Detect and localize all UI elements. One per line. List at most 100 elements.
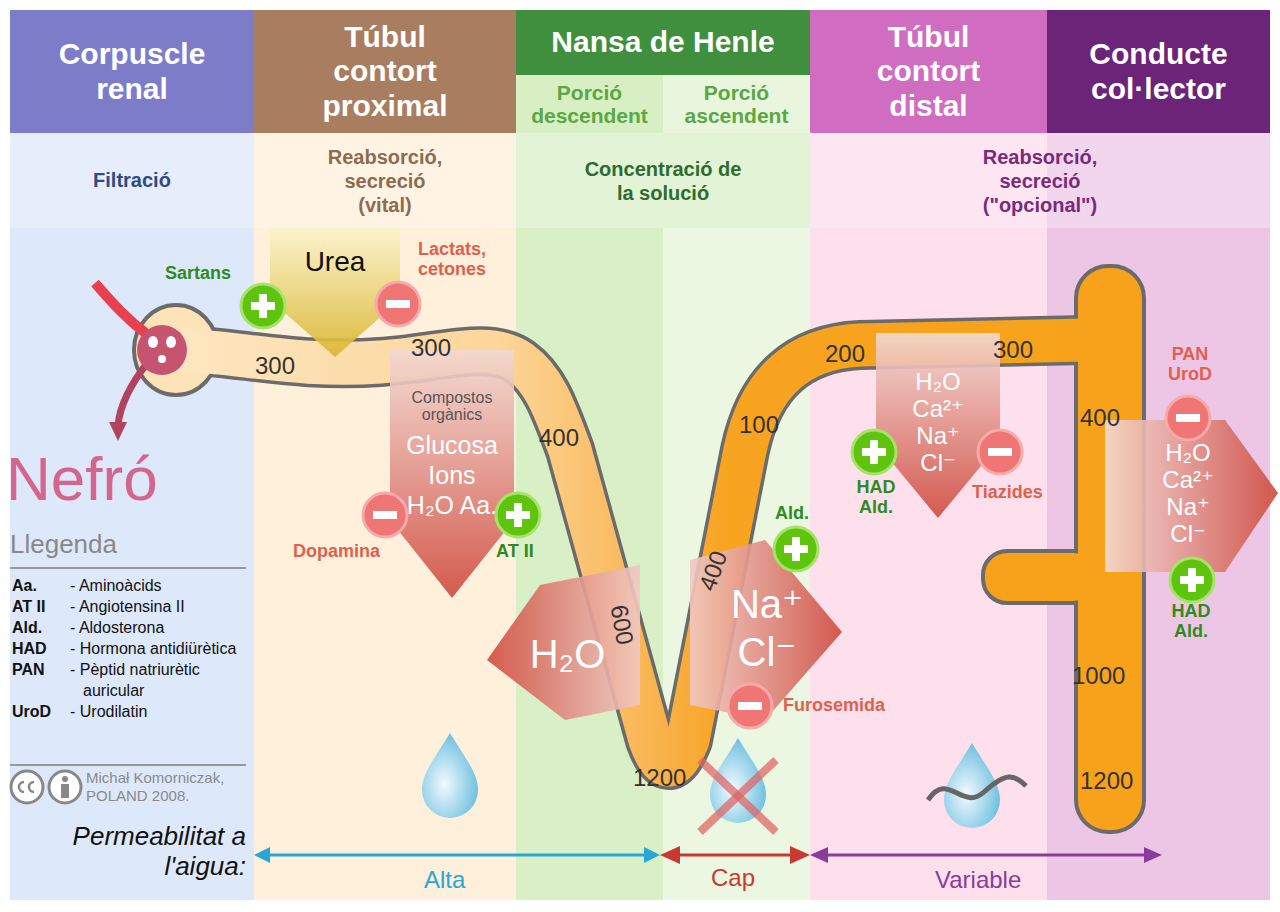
wave-mark: [928, 777, 1026, 800]
arrow-body: [690, 540, 842, 720]
osmolarity-number: 1000: [1072, 662, 1125, 690]
permeability-arrow: [676, 854, 794, 857]
permeability-arrow: [264, 854, 650, 857]
node-text: H₂O: [530, 631, 606, 677]
node-text: Compostos orgànics: [412, 390, 493, 424]
hormone-label: HAD Ald.: [851, 478, 901, 518]
abbreviation: AT II: [12, 596, 45, 617]
sub-header-band: Porció ascendent: [663, 75, 810, 133]
permeability-label: Alta: [424, 866, 465, 894]
glomerulus-detail: [158, 355, 166, 363]
glomerulus: [137, 325, 187, 375]
arrow-body: [270, 228, 400, 357]
node-text: Túbul contort proximal: [322, 20, 447, 124]
diagram-title: Nefró: [6, 448, 158, 510]
abbreviation: Ald.: [12, 617, 42, 638]
tubule-outline: [180, 340, 1085, 765]
arrow-head: [1144, 847, 1162, 863]
drug-label: Tiazides: [972, 482, 1043, 503]
osmolarity-number: 100: [739, 411, 779, 439]
osmolarity-number: 1200: [633, 764, 686, 792]
arrow-head: [644, 847, 660, 863]
node-text: Concentració de la solució: [578, 157, 748, 205]
transport-arrow: Compostos orgànicsGlucosa Ions H₂O Aa.: [390, 350, 514, 598]
arrow-head: [790, 846, 810, 864]
legend-rule: [10, 764, 246, 766]
node-text: Na⁺ Cl⁻: [731, 580, 803, 676]
hormone-label: AT II: [496, 541, 534, 562]
node-text: Porció ascendent: [685, 81, 789, 127]
arrow-body: [390, 350, 514, 598]
glomerulus-detail: [148, 336, 158, 348]
node-text: Porció descendent: [531, 81, 648, 127]
author-credit: Michał Komorniczak, POLAND 2008.: [86, 769, 256, 805]
node-text: Reabsorció, secreció ("opcional"): [983, 145, 1098, 217]
permeability-label: Cap: [711, 864, 755, 892]
license-icon: [61, 784, 69, 798]
drug-label: Dopamina: [293, 541, 380, 562]
function-band: Filtració: [10, 133, 254, 228]
function-band: Concentració de la solució: [516, 133, 810, 228]
function-band: Reabsorció, secreció ("opcional"): [810, 133, 1270, 228]
efferent-arteriole: [118, 362, 148, 425]
arrow-body: [487, 565, 640, 720]
osmolarity-number: 400: [539, 424, 579, 452]
function-band: Reabsorció, secreció (vital): [254, 133, 516, 228]
node-text: Corpuscle renal: [59, 37, 206, 106]
osmolarity-number: 1200: [1080, 767, 1133, 795]
arrow-head: [810, 847, 828, 863]
node-text: Urea: [305, 246, 366, 278]
header-band: Túbul contort distal: [810, 10, 1047, 133]
abbreviation-meaning: - Urodilatin: [70, 701, 147, 722]
abbreviation: HAD: [12, 638, 47, 659]
node-text: Filtració: [93, 169, 171, 192]
sub-header-band: Porció descendent: [516, 75, 663, 133]
node-text: Túbul contort distal: [877, 20, 980, 124]
abbreviation-meaning: - Pèptid natriurètic auricular: [70, 659, 258, 701]
osmolarity-number: 300: [993, 336, 1033, 364]
cross-mark: [700, 760, 776, 832]
permeability-arrow: [824, 854, 1148, 857]
permeability-label: Variable: [935, 866, 1021, 894]
drug-label: Lactats, cetones: [418, 240, 486, 280]
node-text: H₂O Ca²⁺ Na⁺ Cl⁻: [912, 369, 963, 477]
license-icon: [19, 782, 24, 792]
legend-rule: [10, 567, 246, 569]
arrow-body: [1105, 420, 1278, 572]
tubule: [180, 340, 1085, 765]
abbreviation: PAN: [12, 659, 45, 680]
hormone-label: Ald.: [775, 503, 809, 524]
header-band: Conducte col·lector: [1047, 10, 1270, 133]
header-band: Nansa de Henle: [516, 10, 810, 75]
glomerulus-detail: [166, 336, 176, 348]
node-text: Nansa de Henle: [551, 25, 774, 60]
header-band: Corpuscle renal: [10, 10, 254, 133]
osmolarity-number: 400: [1080, 404, 1120, 432]
arrow-head: [109, 422, 127, 441]
license-icon: [29, 782, 34, 792]
license-icon: [49, 771, 81, 803]
arrow-head: [254, 847, 270, 863]
legend-heading: Llegenda: [10, 530, 117, 560]
node-text: H₂O Ca²⁺ Na⁺ Cl⁻: [1162, 440, 1213, 548]
cross-mark: [700, 760, 776, 832]
arrow-head: [660, 846, 680, 864]
transport-arrow: H₂O Ca²⁺ Na⁺ Cl⁻: [1105, 420, 1280, 572]
license-icon: [11, 771, 43, 803]
drug-label: Furosemida: [783, 695, 885, 716]
drug-label: Sartans: [165, 263, 231, 284]
header-band: Túbul contort proximal: [254, 10, 516, 133]
transport-arrow: Urea: [270, 228, 400, 358]
abbreviation-meaning: - Aldosterona: [70, 617, 164, 638]
node-text: Reabsorció, secreció (vital): [328, 145, 442, 217]
abbreviation: UroD: [12, 701, 51, 722]
hormone-label: HAD Ald.: [1166, 602, 1216, 642]
axis-title: Permeabilitat a l'aigua:: [40, 822, 246, 882]
osmolarity-number: 300: [411, 334, 451, 362]
afferent-arteriole: [95, 283, 148, 335]
node-text: Conducte col·lector: [1089, 37, 1227, 106]
node-text: Glucosa Ions H₂O Aa.: [406, 430, 498, 520]
license-icon: [62, 776, 68, 782]
abbreviation-meaning: - Aminoàcids: [70, 575, 162, 596]
hormone-label: PAN UroD: [1162, 345, 1218, 385]
